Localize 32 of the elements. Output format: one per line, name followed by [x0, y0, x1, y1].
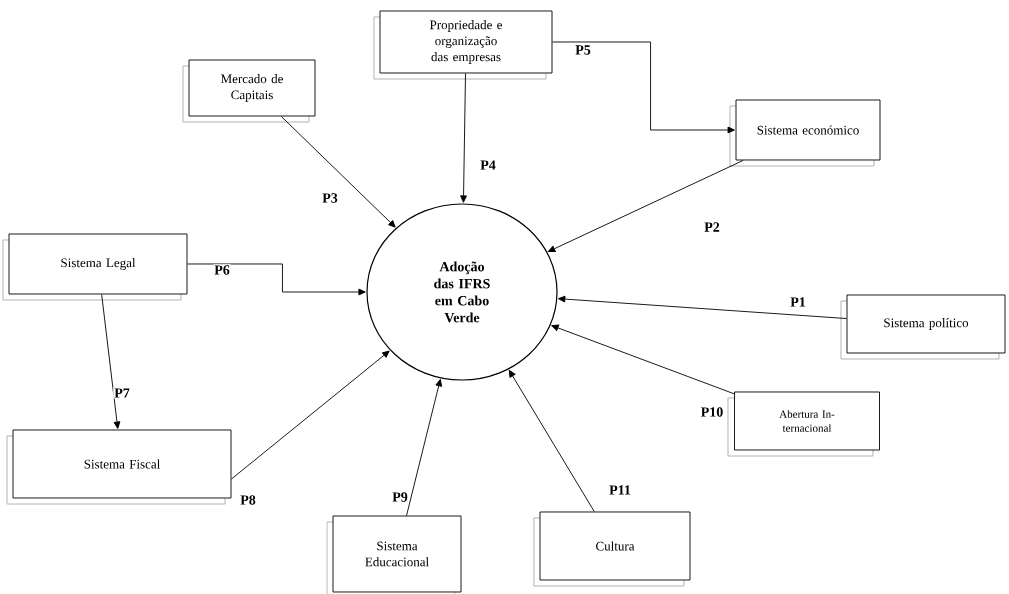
process-box: Sistema Legal [2, 233, 188, 301]
arrow [508, 369, 595, 512]
edge-label: P3 [321, 192, 339, 204]
edge-label: P4 [479, 159, 497, 171]
process-box: Sistema político [840, 294, 1006, 360]
ellipse-node: Adoção das IFRS em Cabo Verde [366, 203, 558, 381]
edge-label: P8 [239, 494, 257, 506]
edge-label: P9 [391, 491, 409, 503]
edge-label: P11 [608, 484, 632, 496]
arrow [547, 160, 744, 252]
arrow [552, 41, 735, 134]
arrow [280, 116, 396, 228]
arrow [231, 350, 390, 480]
process-box: Sistema Fiscal [6, 429, 232, 505]
arrow [551, 324, 735, 395]
arrow [101, 294, 121, 429]
process-box: Sistema Educacional [326, 515, 462, 594]
edge-label: P6 [213, 264, 231, 276]
edge-label: P2 [703, 221, 721, 233]
edge-label: P10 [699, 406, 725, 418]
process-box: Propriedade e organização das empresas [373, 10, 553, 80]
process-box: Mercado de Capitais [182, 59, 316, 123]
arrow [558, 295, 847, 319]
process-box: Sistema económico [729, 99, 881, 167]
edge-label: P1 [789, 296, 807, 308]
arrow [460, 73, 467, 203]
process-box: Abertura In- ternacional [727, 391, 880, 457]
arrow [406, 379, 443, 516]
edge-label: P5 [574, 44, 592, 56]
edge-label: P7 [113, 387, 131, 399]
process-box: Cultura [533, 511, 691, 587]
arrow [187, 263, 366, 296]
